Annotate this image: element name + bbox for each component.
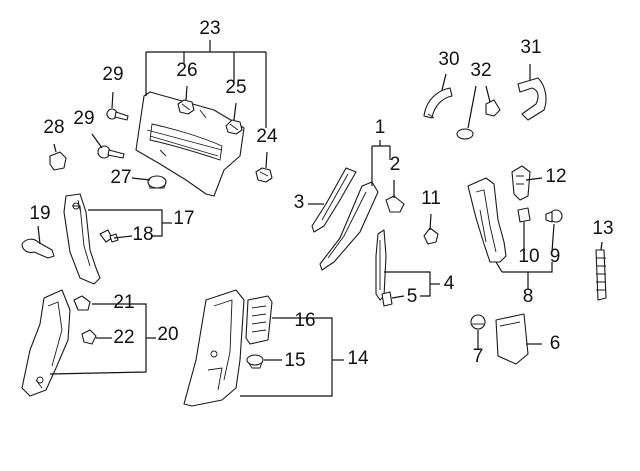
part-grommet-27 — [147, 175, 167, 189]
callout-c28: 28 — [43, 117, 64, 138]
callout-c13: 13 — [592, 218, 613, 239]
callout-c21: 21 — [113, 292, 134, 313]
part-clip-24 — [255, 167, 273, 183]
part-clip-26 — [177, 99, 195, 115]
part-clip-22 — [81, 329, 97, 345]
callout-c18: 18 — [132, 224, 153, 245]
callout-c4: 4 — [444, 273, 455, 294]
callout-c32: 32 — [470, 60, 491, 81]
callout-c17: 17 — [173, 208, 194, 229]
part-grip-31 — [517, 77, 547, 121]
callout-c15: 15 — [284, 350, 305, 371]
part-cap-32b — [485, 99, 501, 117]
callout-c5: 5 — [407, 286, 418, 307]
part-pillar-trim-1 — [319, 181, 379, 271]
callout-c9: 9 — [550, 246, 561, 267]
part-center-trim-14 — [183, 289, 245, 407]
callout-c6: 6 — [550, 333, 561, 354]
part-anchor-19 — [21, 238, 55, 259]
callout-c14: 14 — [347, 348, 369, 369]
part-bracket-12 — [511, 165, 531, 201]
part-pillar-trim-8 — [467, 177, 507, 263]
part-bolt-29b — [97, 145, 125, 159]
callout-c30: 30 — [438, 49, 459, 70]
part-clip-10 — [517, 207, 531, 223]
callout-c29a: 29 — [102, 64, 123, 85]
part-clip-11 — [423, 227, 439, 245]
part-cover-6 — [495, 313, 529, 365]
callout-c7: 7 — [473, 346, 484, 367]
part-grommet-7 — [470, 314, 486, 330]
callout-c27: 27 — [110, 167, 131, 188]
callout-c19: 19 — [29, 203, 50, 224]
callout-c3: 3 — [294, 192, 305, 213]
part-vent-16 — [245, 295, 273, 345]
callout-c24: 24 — [256, 126, 278, 147]
callout-labels: 1234567891011121314151617181920212223242… — [29, 18, 613, 371]
part-clip-18 — [99, 229, 119, 243]
part-cap-32a — [456, 128, 474, 140]
part-strip-4 — [375, 229, 387, 301]
part-quarter-panel-23 — [135, 91, 245, 197]
callout-c26: 26 — [176, 60, 197, 81]
part-lower-trim-20 — [21, 289, 71, 397]
callout-c11: 11 — [421, 188, 441, 209]
callout-c1: 1 — [375, 117, 386, 138]
part-garnish-3 — [311, 167, 357, 233]
part-grip-30 — [423, 87, 453, 119]
part-pillar-trim-17 — [63, 193, 101, 285]
part-clip-28 — [49, 151, 67, 171]
callout-c12: 12 — [545, 166, 566, 187]
callout-c25: 25 — [225, 77, 246, 98]
part-grommet-15 — [246, 354, 264, 369]
callout-c31: 31 — [520, 37, 541, 58]
callout-c23: 23 — [199, 18, 220, 39]
part-strip-13 — [595, 249, 607, 301]
callout-c16: 16 — [294, 310, 315, 331]
callout-c20: 20 — [157, 324, 178, 345]
callout-c29b: 29 — [73, 108, 94, 129]
callout-c10: 10 — [518, 246, 539, 267]
part-clip-21 — [73, 295, 91, 311]
callout-c8: 8 — [523, 286, 534, 307]
part-clip-9 — [545, 209, 563, 223]
callout-c2: 2 — [390, 154, 401, 175]
part-clip-2 — [385, 195, 405, 213]
part-clip-25 — [225, 119, 243, 135]
part-bolt-29a — [106, 108, 129, 121]
part-clip-5 — [381, 291, 393, 307]
callout-c22: 22 — [113, 327, 134, 348]
leader-lines — [37, 40, 603, 397]
